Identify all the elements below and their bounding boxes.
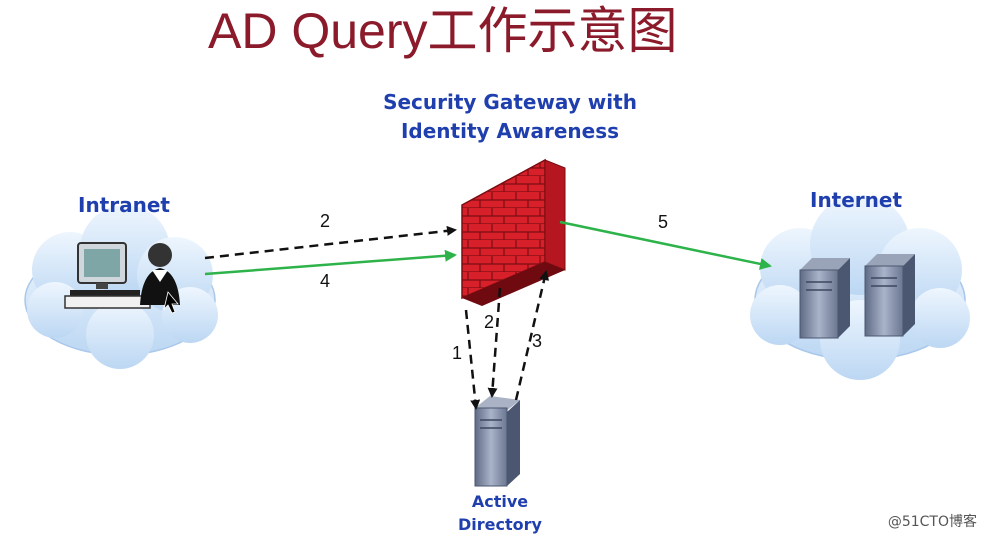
arrow-step-2-intranet-to-gateway (204, 225, 457, 260)
arrow-step-5-gateway-to-internet (559, 220, 772, 270)
arrow-step-2-gateway-to-ad (487, 287, 502, 398)
ad-label-line1: Active (471, 492, 529, 511)
internet-server-icon (799, 258, 850, 339)
active-directory-server-icon (474, 396, 520, 487)
step-label-2-mid: 2 (484, 312, 495, 332)
step-label-1: 1 (452, 343, 463, 363)
firewall-icon (461, 158, 566, 306)
arrow-step-3-ad-to-gateway (514, 270, 550, 401)
active-directory-label: Active Directory (440, 490, 560, 536)
step-label-3: 3 (532, 331, 543, 351)
internet-label: Internet (810, 188, 903, 212)
internet-server-icon-2 (864, 254, 915, 337)
intranet-cloud (24, 205, 218, 369)
watermark: @51CTO博客 (887, 514, 977, 530)
step-label-5: 5 (658, 212, 669, 232)
arrow-step-1-gateway-to-ad (464, 309, 481, 410)
gateway-label-line1: Security Gateway with (383, 90, 637, 114)
step-label-4: 4 (320, 271, 331, 291)
internet-cloud (750, 195, 970, 380)
workstation-user-icon (64, 242, 180, 314)
gateway-label: Security Gateway with Identity Awareness (360, 88, 660, 146)
arrow-step-4-intranet-to-gateway (204, 249, 457, 276)
slide-title: AD Query工作示意图 (208, 3, 678, 59)
gateway-label-line2: Identity Awareness (400, 119, 620, 143)
ad-label-line2: Directory (458, 515, 542, 534)
intranet-label: Intranet (78, 193, 170, 217)
step-label-2-top: 2 (320, 211, 331, 231)
